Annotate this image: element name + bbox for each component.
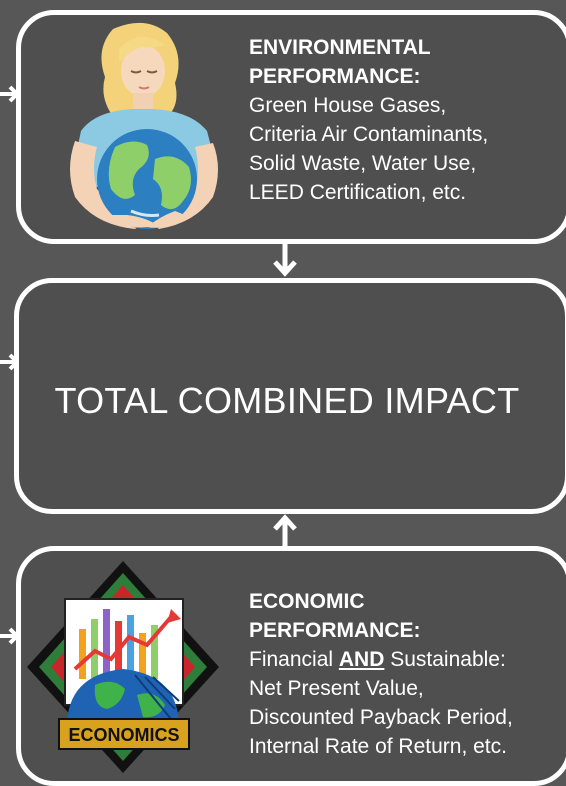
economic-item: Net Present Value,	[249, 677, 424, 700]
economics-globe-chart-icon: ECONOMICS	[25, 559, 221, 777]
financial-suffix: Sustainable:	[384, 648, 506, 671]
environmental-item: Solid Waste, Water Use,	[249, 152, 477, 175]
environmental-heading-line2: PERFORMANCE:	[249, 65, 421, 88]
arrow-econ-to-total	[272, 513, 298, 547]
woman-holding-globe-icon	[35, 19, 235, 241]
economic-heading-line1: ECONOMIC	[249, 590, 365, 613]
total-combined-impact-box: TOTAL COMBINED IMPACT	[14, 278, 566, 514]
economics-badge-text: ECONOMICS	[68, 725, 179, 745]
economic-item: Discounted Payback Period,	[249, 706, 513, 729]
financial-line: Financial AND Sustainable:	[249, 645, 513, 674]
environmental-text: ENVIRONMENTAL PERFORMANCE: Green House G…	[249, 33, 488, 207]
economic-heading-line2: PERFORMANCE:	[249, 619, 421, 642]
arrow-env-to-total	[272, 244, 298, 278]
environmental-item: Criteria Air Contaminants,	[249, 123, 489, 146]
environmental-heading-line1: ENVIRONMENTAL	[249, 36, 431, 59]
environmental-performance-box: ENVIRONMENTAL PERFORMANCE: Green House G…	[16, 10, 566, 244]
environmental-item: LEED Certification, etc.	[249, 181, 467, 204]
total-combined-impact-label: TOTAL COMBINED IMPACT	[54, 380, 520, 421]
environmental-item: Green House Gases,	[249, 94, 447, 117]
economic-item: Internal Rate of Return, etc.	[249, 735, 507, 758]
financial-prefix: Financial	[249, 648, 339, 671]
economic-performance-box: ECONOMICS ECONOMIC PERFORMANCE: Financia…	[16, 546, 566, 786]
economic-text: ECONOMIC PERFORMANCE: Financial AND Sust…	[249, 587, 513, 761]
financial-and: AND	[338, 648, 385, 671]
